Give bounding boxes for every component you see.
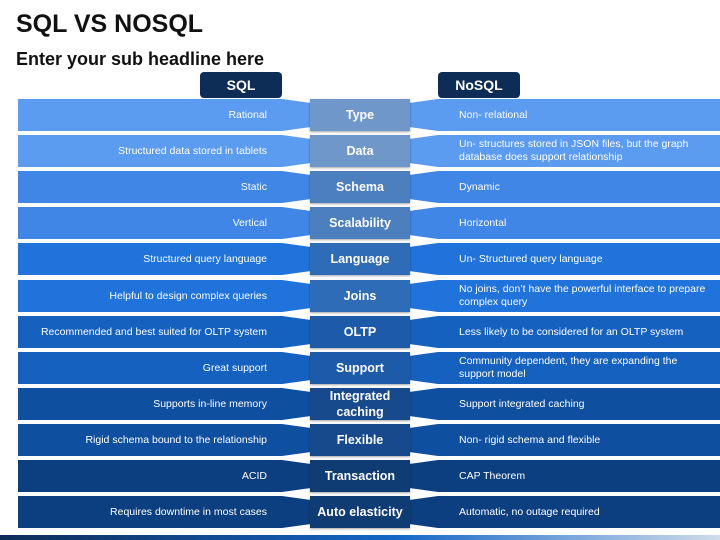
comparison-row: Structured data stored in tablets Un- str… — [0, 135, 720, 167]
connector-right — [410, 171, 438, 203]
nosql-cell: Non- rigid schema and flexible — [438, 424, 720, 456]
connector-right — [410, 207, 438, 239]
sql-cell: Vertical — [18, 207, 282, 239]
comparison-row: Vertical Horizontal Scalability — [0, 207, 720, 239]
connector-right — [410, 316, 438, 348]
connector-left — [282, 171, 310, 203]
comparison-row: Supports in-line memory Support integrate… — [0, 388, 720, 420]
sql-cell: Structured query language — [18, 243, 282, 275]
aspect-label: Support — [310, 352, 410, 384]
page-subtitle: Enter your sub headline here — [16, 49, 265, 69]
nosql-cell: Less likely to be considered for an OLTP… — [438, 316, 720, 348]
connector-right — [410, 352, 438, 384]
comparison-row: Rational Non- relational Type — [0, 99, 720, 131]
aspect-label: Joins — [310, 280, 410, 312]
connector-right — [410, 99, 438, 131]
connector-right — [410, 243, 438, 275]
aspect-label: Schema — [310, 171, 410, 203]
connector-right — [410, 280, 438, 312]
sql-cell: Great support — [18, 352, 282, 384]
connector-left — [282, 280, 310, 312]
connector-left — [282, 207, 310, 239]
sql-cell: Rigid schema bound to the relationship — [18, 424, 282, 456]
connector-left — [282, 496, 310, 528]
comparison-row: Rigid schema bound to the relationship No… — [0, 424, 720, 456]
connector-left — [282, 316, 310, 348]
connector-left — [282, 135, 310, 167]
aspect-label: Integrated caching — [310, 388, 410, 420]
sql-cell: Supports in-line memory — [18, 388, 282, 420]
nosql-cell: CAP Theorem — [438, 460, 720, 492]
nosql-cell: Community dependent, they are expanding … — [438, 352, 720, 384]
nosql-cell: Horizontal — [438, 207, 720, 239]
nosql-cell: Dynamic — [438, 171, 720, 203]
page-title: SQL VS NOSQL — [16, 10, 204, 38]
bottom-accent-bar — [0, 535, 720, 540]
nosql-cell: Non- relational — [438, 99, 720, 131]
sql-column-header: SQL — [200, 72, 282, 98]
connector-left — [282, 352, 310, 384]
connector-left — [282, 243, 310, 275]
nosql-cell: No joins, don’t have the powerful interf… — [438, 280, 720, 312]
nosql-cell: Un- Structured query language — [438, 243, 720, 275]
sql-cell: Recommended and best suited for OLTP sys… — [18, 316, 282, 348]
aspect-label: Type — [310, 99, 410, 131]
connector-right — [410, 460, 438, 492]
sql-cell: ACID — [18, 460, 282, 492]
nosql-cell: Un- structures stored in JSON files, but… — [438, 135, 720, 167]
aspect-label: Language — [310, 243, 410, 275]
comparison-row: Helpful to design complex queries No join… — [0, 280, 720, 312]
aspect-label: Flexible — [310, 424, 410, 456]
aspect-label: OLTP — [310, 316, 410, 348]
connector-right — [410, 424, 438, 456]
sql-cell: Rational — [18, 99, 282, 131]
comparison-row: Great support Community dependent, they a… — [0, 352, 720, 384]
connector-right — [410, 388, 438, 420]
connector-left — [282, 460, 310, 492]
comparison-row: Recommended and best suited for OLTP sys… — [0, 316, 720, 348]
sql-cell: Requires downtime in most cases — [18, 496, 282, 528]
connector-right — [410, 496, 438, 528]
sql-cell: Static — [18, 171, 282, 203]
comparison-row: Static Dynamic Schema — [0, 171, 720, 203]
connector-left — [282, 424, 310, 456]
comparison-row: Structured query language Un- Structured … — [0, 243, 720, 275]
nosql-column-header: NoSQL — [438, 72, 520, 98]
comparison-row: Requires downtime in most cases Automatic… — [0, 496, 720, 528]
aspect-label: Data — [310, 135, 410, 167]
sql-cell: Helpful to design complex queries — [18, 280, 282, 312]
comparison-row: ACID CAP Theorem Transaction — [0, 460, 720, 492]
aspect-label: Scalability — [310, 207, 410, 239]
aspect-label: Auto elasticity — [310, 496, 410, 528]
nosql-cell: Automatic, no outage required — [438, 496, 720, 528]
nosql-cell: Support integrated caching — [438, 388, 720, 420]
aspect-label: Transaction — [310, 460, 410, 492]
connector-left — [282, 99, 310, 131]
connector-right — [410, 135, 438, 167]
sql-cell: Structured data stored in tablets — [18, 135, 282, 167]
connector-left — [282, 388, 310, 420]
